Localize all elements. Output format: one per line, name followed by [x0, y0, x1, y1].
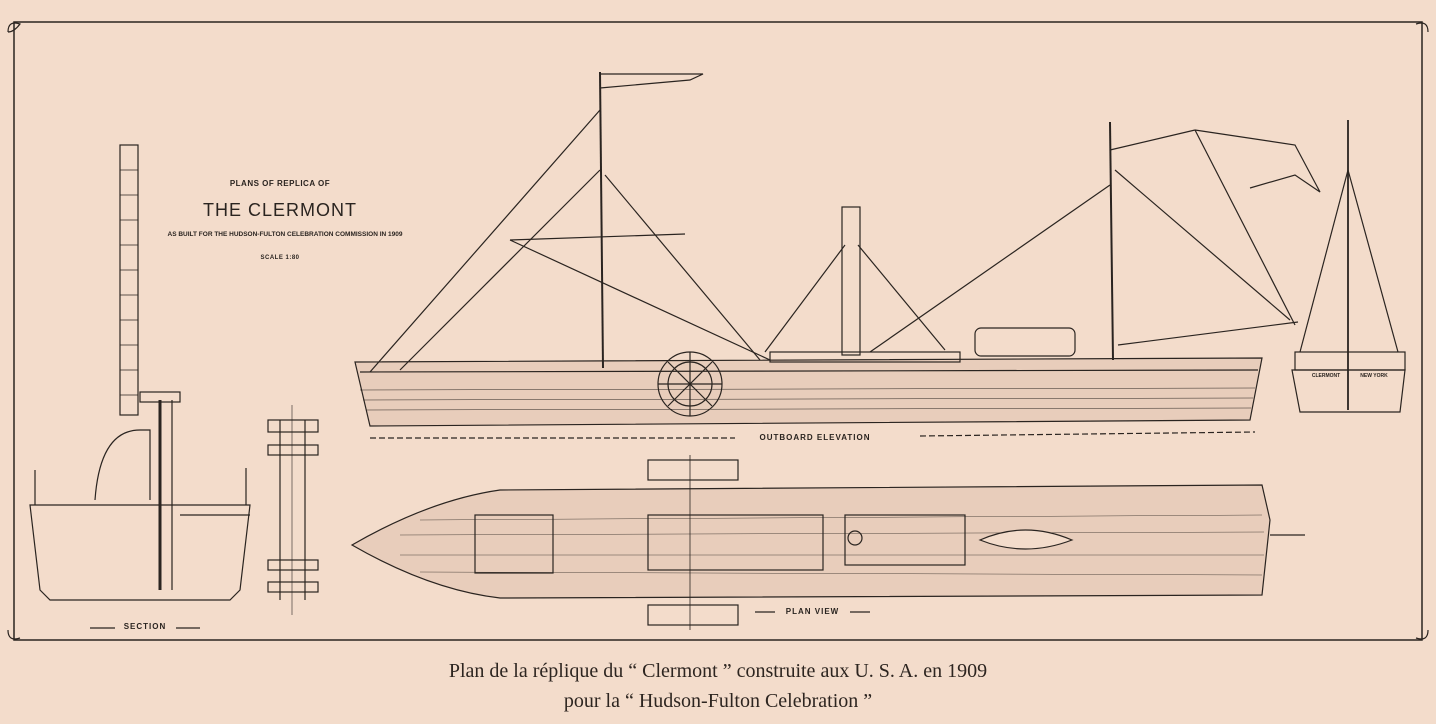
section-view	[29, 144, 319, 629]
outboard-elevation	[354, 71, 1321, 439]
plate-subtitle-top: PLANS OF REPLICA OF	[229, 179, 331, 188]
stern-view	[1291, 120, 1406, 413]
plate-scale: SCALE 1:80	[260, 255, 300, 261]
caption-line-2: pour la “ Hudson-Fulton Celebration ”	[563, 690, 873, 712]
stern-name-new-york: NEW YORK	[1360, 373, 1388, 379]
plan-view	[350, 455, 1305, 630]
plan-view-label: PLAN VIEW	[785, 607, 840, 616]
aft-mast	[1109, 121, 1114, 361]
outboard-elevation-label: OUTBOARD ELEVATION	[759, 433, 871, 442]
stern-name-clermont: CLERMONT	[1311, 373, 1341, 379]
fore-mast	[599, 71, 604, 369]
section-label: SECTION	[123, 622, 167, 631]
plate-frame	[13, 21, 1423, 641]
caption-line-1: Plan de la réplique du “ Clermont ” cons…	[448, 660, 988, 682]
plate-title: THE CLERMONT	[202, 200, 357, 220]
plate-subtitle-bottom: AS BUILT FOR THE HUDSON-FULTON CELEBRATI…	[167, 231, 403, 238]
